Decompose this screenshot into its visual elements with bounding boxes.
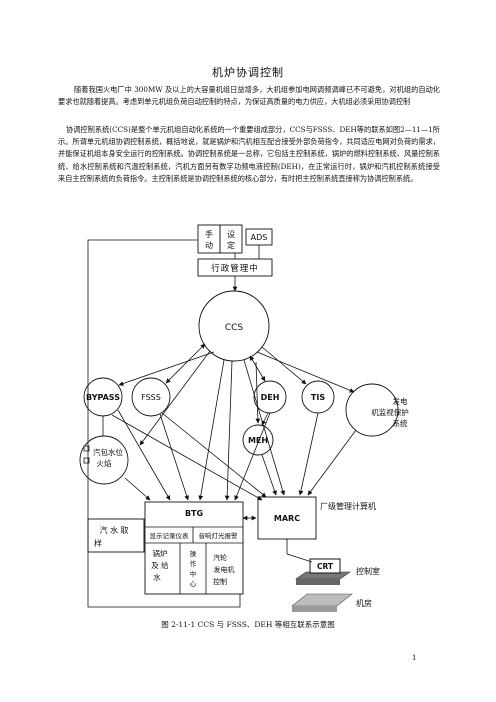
boiler-feed-label: 锅炉及 给水: [151, 548, 169, 582]
deh-label: DEH: [261, 393, 280, 402]
ccs-label: CCS: [225, 323, 244, 333]
figure-caption: 图 2-11-1 CCS 与 FSSS、DEH 等相互联系示意图: [161, 620, 335, 629]
btg-block: BTG 显示记录仪表 音响灯光报警 锅炉及 给水 操作中心 汽轮发电机控制: [144, 501, 244, 595]
drum-level-node: [79, 435, 129, 485]
dispatch-box: 行政管理中: [197, 258, 273, 277]
steam-water-box: 汽 水 取样: [87, 518, 145, 553]
diagram-connections: [87, 239, 357, 608]
machine-room-slab: [291, 593, 353, 607]
gen-protect-label: 发电机监视保护系统: [371, 396, 409, 428]
manual-box: 手动: [197, 224, 221, 254]
alarm-label: 音响灯光报警: [199, 531, 239, 540]
instruments-label: 显示记录仪表: [150, 531, 190, 540]
dispatch-label: 行政管理中: [211, 263, 259, 274]
page-number: 1: [412, 654, 417, 662]
tis-label: TIS: [311, 393, 325, 402]
ads-label: ADS: [251, 233, 268, 242]
setpoint-label: 设定: [227, 229, 235, 250]
fsss-label: FSSS: [141, 393, 161, 402]
operation-label: 操作中心: [190, 549, 197, 588]
marc-box: MARC: [257, 496, 317, 540]
bypass-label: BYPASS: [86, 393, 120, 402]
page-title: 机炉协调控制: [212, 66, 284, 79]
plant-mgmt-label: 厂级管理计算机: [320, 501, 376, 511]
gen-protect-node: [345, 383, 399, 437]
marc-label: MARC: [274, 514, 300, 523]
fsss-node: [131, 377, 171, 417]
paragraph-intro: 随着我国火电厂中 300MW 及以上的大容量机组日益增多，大机组参加电网调频调峰…: [58, 85, 440, 107]
setpoint-box: 设定: [219, 224, 243, 254]
meh-label: MEH: [248, 436, 268, 445]
machine-room-label: 机房: [356, 598, 372, 608]
manual-label: 手动: [205, 229, 213, 250]
crt-label: CRT: [317, 562, 334, 571]
ads-box: ADS: [245, 228, 273, 246]
control-room-label: 控制室: [356, 566, 380, 576]
paragraph-ccs: 协调控制系统(CCS)是整个单元机组自动化系统的一个重要组成部分，CCS与FSS…: [58, 125, 440, 183]
steam-water-label: 汽 水 取样: [94, 525, 129, 548]
turbine-gen-label: 汽轮发电机控制: [213, 553, 235, 586]
btg-label: BTG: [185, 509, 203, 518]
crt-terminal: CRT: [295, 558, 351, 585]
drum-level-label: 汽包水位火焰: [93, 447, 123, 468]
